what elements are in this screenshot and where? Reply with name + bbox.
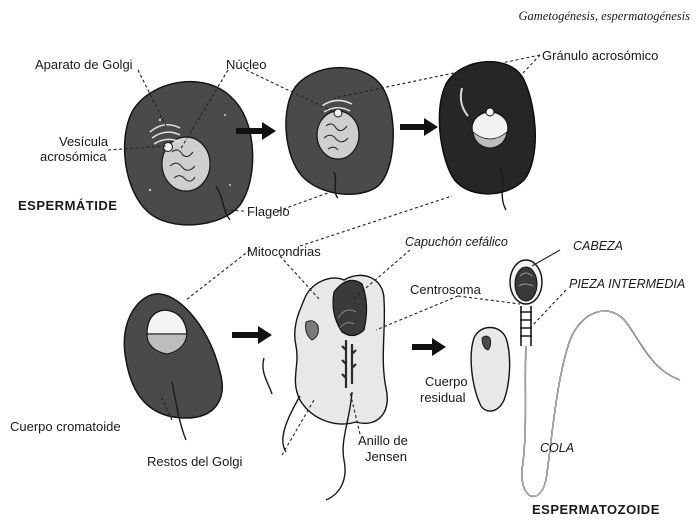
label-golgi: Aparato de Golgi (35, 57, 133, 72)
header-caption: Gametogénesis, espermatogénesis (519, 9, 691, 23)
label-anillo-2: Jensen (365, 449, 407, 464)
label-capuchon: Capuchón cefálico (405, 235, 508, 249)
spermatid-stage-3 (439, 62, 535, 210)
label-cuerpo-res-2: residual (420, 390, 466, 405)
label-espermatozoide: ESPERMATOZOIDE (532, 502, 660, 517)
label-centrosoma: Centrosoma (410, 282, 482, 297)
label-restos: Restos del Golgi (147, 454, 242, 469)
label-espermatide: ESPERMÁTIDE (18, 198, 117, 213)
stage2-nucleus (317, 111, 359, 159)
sperm-tail (522, 311, 680, 496)
spermatid-stage-2 (286, 68, 393, 198)
label-cabeza: CABEZA (573, 239, 623, 253)
label-nucleo: Núcleo (226, 57, 266, 72)
acrosomal-vesicle (164, 143, 173, 152)
label-granulo: Gránulo acrosómico (542, 48, 658, 63)
label-pieza: PIEZA INTERMEDIA (569, 277, 685, 291)
label-vesicula-1: Vesícula (59, 134, 109, 149)
label-cola: COLA (540, 441, 574, 455)
arrow-3 (232, 326, 272, 344)
residual-body (471, 328, 510, 412)
label-vesicula-2: acrosómica (40, 149, 107, 164)
spermatid-cell (125, 82, 253, 225)
spermatid-stage-4 (124, 294, 222, 440)
midpiece (520, 306, 532, 346)
acrosomal-granule (486, 108, 494, 116)
spermatid-stage-5 (263, 275, 387, 500)
label-anillo-1: Anillo de (358, 433, 408, 448)
label-cuerpo-crom: Cuerpo cromatoide (10, 419, 121, 434)
spermatozoon (510, 260, 680, 496)
label-mitocondrias: Mitocondrias (247, 244, 321, 259)
label-flagelo: Flagelo (247, 204, 290, 219)
label-cuerpo-res-1: Cuerpo (425, 374, 468, 389)
arrow-4 (412, 338, 446, 356)
arrow-2 (400, 118, 438, 136)
